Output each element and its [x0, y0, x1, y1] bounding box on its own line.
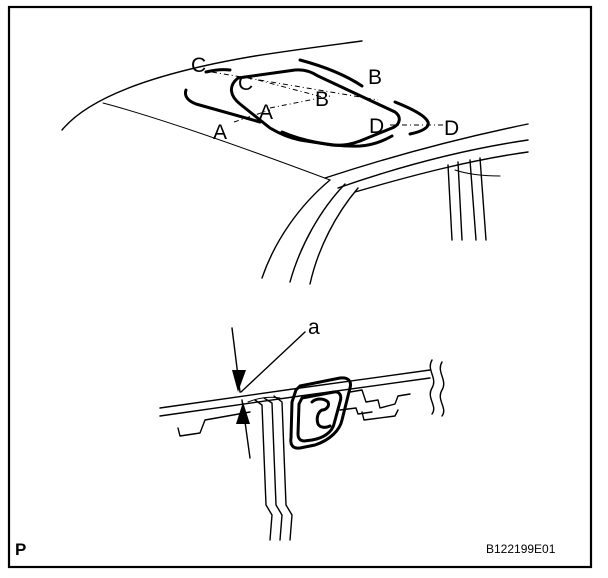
figure-frame: [7, 5, 593, 569]
break-line-1: [429, 359, 435, 415]
section-detail: a: [159, 316, 445, 541]
label-a-outer: A: [213, 121, 227, 144]
weatherstrip-segment-d: [393, 100, 430, 136]
section-line-c: [211, 71, 379, 101]
roof-side-rail-2: [337, 139, 529, 189]
roof-side-rail-3: [354, 151, 529, 193]
corner-letter: P: [15, 540, 26, 559]
roof-panel-line: [102, 102, 331, 181]
frame-inner-right: [339, 407, 373, 415]
weatherstrip-segment-cb: [298, 58, 364, 88]
dimension-arrow-down: [232, 370, 246, 392]
roof-pillar-curve-inner2: [309, 187, 359, 285]
label-b-inner: B: [315, 88, 329, 111]
door-frame-line-1: [447, 164, 453, 241]
roof-side-rail-1: [324, 123, 529, 179]
inner-panel-left: [177, 411, 251, 437]
label-c-outer: C: [191, 54, 206, 77]
roof-pillar-curve-inner: [289, 183, 346, 283]
glass-edge-outer: [254, 399, 273, 541]
break-line-2: [439, 361, 445, 417]
label-c-inner: C: [238, 72, 253, 95]
door-frame-line-3: [469, 159, 477, 241]
leader-line-a: [240, 331, 306, 393]
roof-front-edge: [61, 40, 363, 131]
door-frame-bend: [454, 169, 501, 177]
roof-pillar-curve-outer: [261, 179, 331, 279]
dimension-arrow-up: [236, 402, 250, 424]
glass-edge-mid: [263, 397, 283, 541]
glass-top-curve: [247, 396, 281, 403]
roof-panel-bottom: [159, 377, 431, 417]
figure-code: B122199E01: [486, 542, 556, 556]
label-d-outer: D: [444, 117, 459, 140]
weatherstrip-c-clip: [310, 397, 332, 429]
weatherstrip-profile-inner: [296, 390, 343, 443]
frame-bottom-right: [361, 409, 399, 421]
door-frame-line-2: [457, 161, 463, 241]
frame-flange-right: [349, 389, 411, 409]
roof-view: C C B B A A D D: [61, 40, 529, 285]
weatherstrip-segment-c: [204, 68, 232, 74]
label-b-outer: B: [368, 66, 382, 89]
weatherstrip-segment-ad: [280, 130, 394, 148]
door-frame-line-4: [479, 157, 487, 241]
sunroof-opening-inner: [230, 68, 401, 147]
label-a-inner: A: [259, 101, 273, 124]
weatherstrip-profile-outer: [289, 376, 352, 450]
glass-edge-inner: [273, 395, 293, 541]
section-line-b: [269, 95, 331, 109]
label-gap-a: a: [308, 316, 320, 339]
label-d-inner: D: [369, 115, 384, 138]
weatherstrip-segment-a: [184, 88, 262, 124]
